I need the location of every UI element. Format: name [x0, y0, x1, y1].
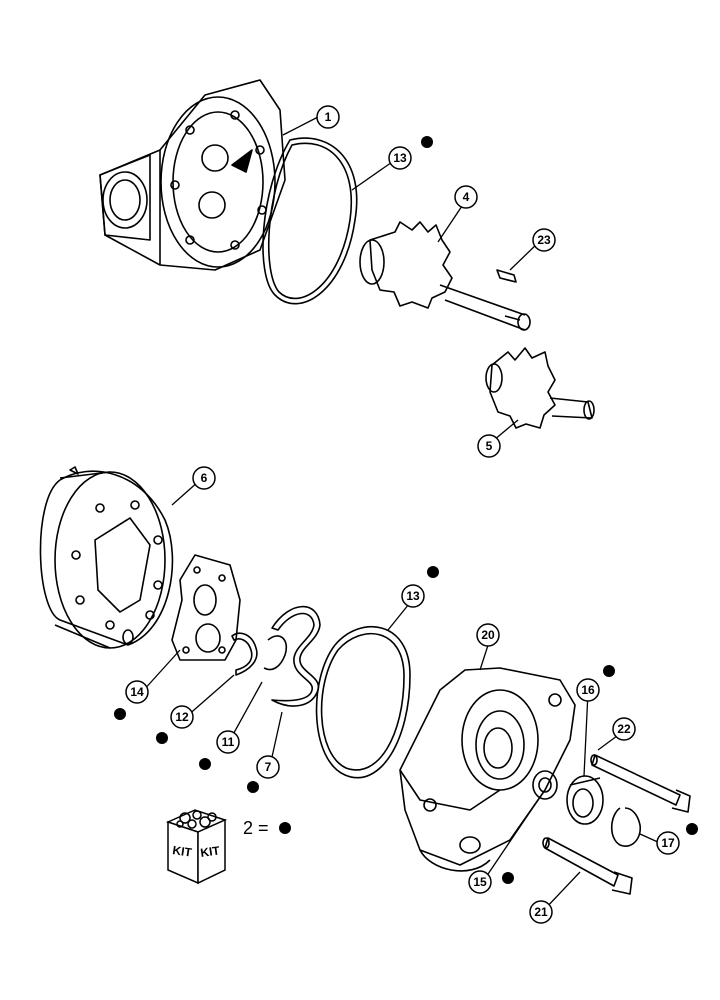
callout-number: 17	[661, 836, 675, 850]
kit-label-right: KIT	[199, 843, 221, 860]
callout-7: 7	[256, 755, 280, 779]
seal-strip	[231, 632, 258, 676]
callout-12: 12	[170, 705, 194, 729]
callout-circle	[125, 680, 149, 704]
callout-5: 5	[477, 434, 501, 458]
shaped-seal	[271, 605, 321, 707]
callout-circle	[468, 870, 492, 894]
callout-number: 6	[201, 471, 208, 485]
washer	[532, 770, 558, 800]
callout-number: 16	[581, 683, 595, 697]
callout-number: 23	[537, 233, 551, 247]
kit-box-icon	[165, 809, 228, 885]
callout-circle	[388, 146, 412, 170]
shaft-key	[496, 269, 517, 283]
callout-circle	[477, 434, 501, 458]
callout-number: 5	[486, 439, 493, 453]
callout-circle	[316, 105, 340, 129]
callout-circle	[476, 623, 500, 647]
o-ring-upper	[262, 137, 358, 305]
bolt-21	[542, 837, 633, 895]
callout-1: 1	[316, 105, 340, 129]
callout-circle	[576, 678, 600, 702]
legend-text: 2 =	[243, 818, 269, 838]
shaft-seal	[566, 775, 604, 825]
callout-number: 11	[222, 735, 235, 749]
callout-4: 4	[454, 185, 478, 209]
callout-number: 22	[617, 722, 631, 736]
callout-circle	[192, 466, 216, 490]
callout-14: 14	[125, 680, 149, 704]
callout-21: 21	[529, 900, 553, 924]
idler-gear	[485, 347, 595, 429]
o-ring-lower	[315, 625, 411, 779]
callout-circle	[216, 730, 240, 754]
callout-15: 15	[468, 870, 492, 894]
callout-17: 17	[656, 831, 680, 855]
callout-circle	[529, 900, 553, 924]
callout-6: 6	[192, 466, 216, 490]
kit-legend: KIT KIT 2 =	[165, 809, 291, 885]
callout-circle	[656, 831, 680, 855]
callout-number: 15	[473, 875, 487, 889]
kit-label-left: KIT	[172, 843, 194, 860]
callout-number: 12	[175, 710, 189, 724]
callout-number: 13	[393, 151, 407, 165]
callout-20: 20	[476, 623, 500, 647]
callout-number: 7	[265, 760, 272, 774]
callout-number: 13	[406, 589, 420, 603]
backup-gasket	[263, 635, 287, 671]
kit-markers	[114, 136, 698, 884]
wear-plate	[171, 554, 241, 661]
callout-number: 1	[325, 110, 332, 124]
callout-16: 16	[576, 678, 600, 702]
pump-housing	[99, 79, 286, 271]
rear-cover	[399, 667, 576, 872]
callout-number: 21	[534, 905, 548, 919]
drive-gear-shaft	[359, 221, 531, 331]
callout-number: 14	[130, 685, 144, 699]
callout-circle	[170, 705, 194, 729]
callout-13: 13	[388, 146, 412, 170]
callout-bubbles: 1 13 4 23 5 6 14 12 11 7 13 20 16 22 17 15 21	[125, 105, 680, 924]
legend-bullet	[279, 822, 291, 834]
callout-number: 20	[481, 628, 495, 642]
snap-ring	[610, 807, 642, 847]
callout-13: 13	[401, 584, 425, 608]
callout-circle	[401, 584, 425, 608]
callout-number: 4	[463, 190, 470, 204]
callout-circle	[454, 185, 478, 209]
callout-circle	[532, 228, 556, 252]
callout-circle	[256, 755, 280, 779]
callout-23: 23	[532, 228, 556, 252]
callout-11: 11	[216, 730, 240, 754]
leader-lines	[141, 116, 661, 911]
bolt-22	[590, 754, 691, 813]
callout-circle	[612, 717, 636, 741]
gear-body	[39, 466, 174, 649]
callout-22: 22	[612, 717, 636, 741]
